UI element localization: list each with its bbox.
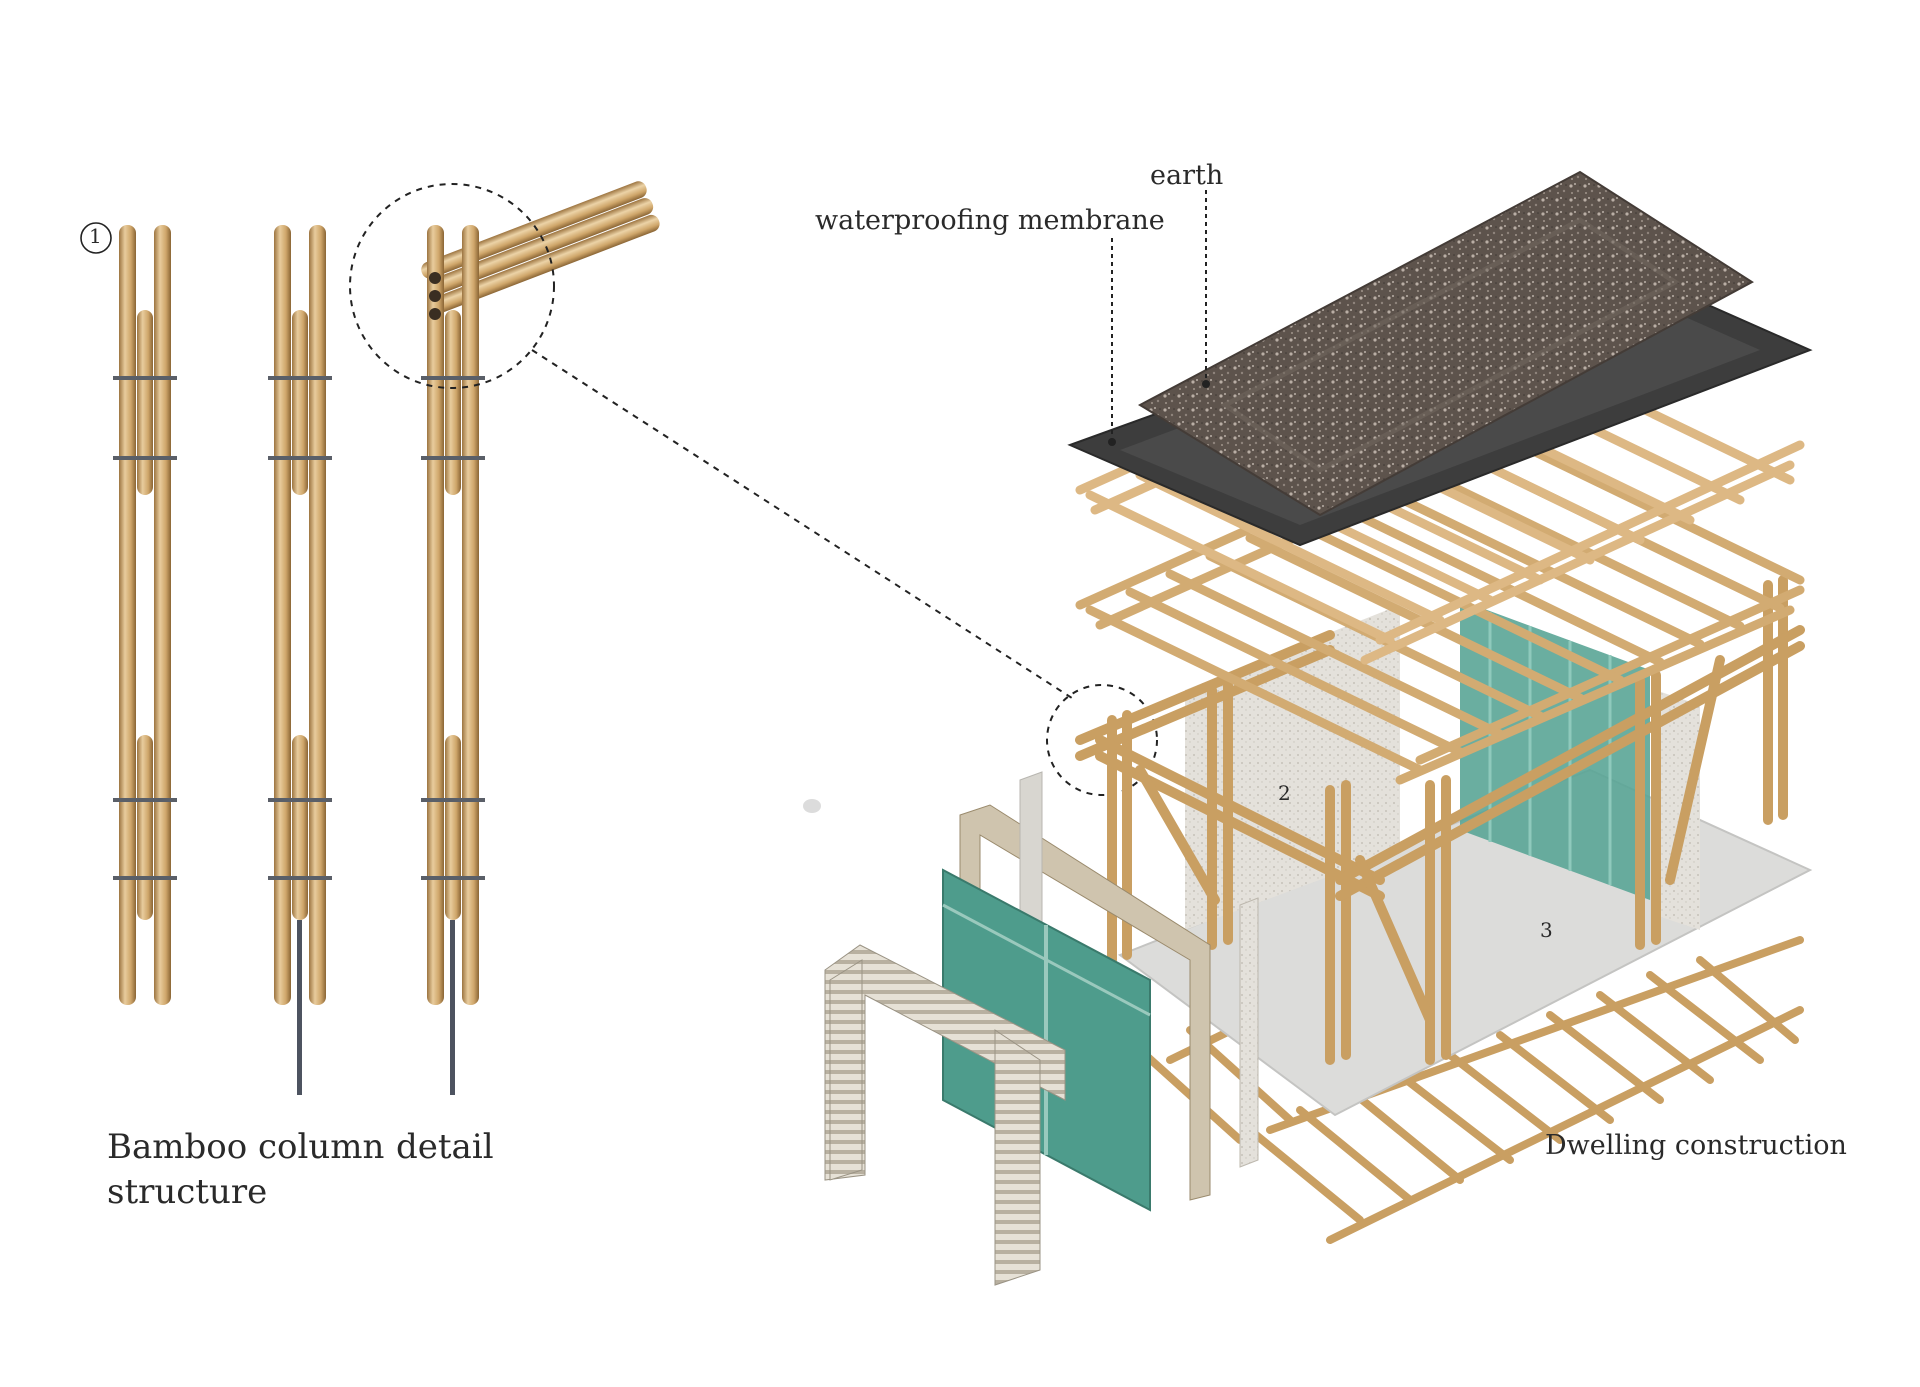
small-dot [803,799,821,813]
main-frame [1075,575,1805,1065]
detail-leader-line [531,349,1076,701]
waterproofing-membrane-label: waterproofing membrane [815,205,1165,236]
exploded-dwelling [824,170,1813,1286]
marker-1-circle [80,222,112,254]
earth-label: earth [1150,160,1224,191]
front-panels [824,771,1259,1286]
detail-callout-circle-large [349,183,555,389]
column-group-3 [421,181,660,1095]
earth-layer [1137,170,1754,517]
column-group-1 [113,225,177,1005]
detail-callout-circle-small [1046,684,1158,796]
marker-2-label: 2 [1278,781,1291,805]
caption-dwelling-construction: Dwelling construction [1545,1130,1847,1161]
side-wall-right [1655,690,1700,930]
marker-1-label: 1 [89,224,102,248]
shutter-left [829,959,863,1181]
column-group-2 [268,225,332,1095]
caption-bamboo: Bamboo [107,1127,248,1167]
wall-strip-right [1239,897,1259,1168]
marker-3-label: 3 [1540,918,1553,942]
shutter-door [994,1029,1041,1286]
label-leaders [1111,190,1207,440]
caption-structure: structure [107,1172,268,1212]
caption-column: column [258,1127,385,1167]
caption-detail: detail [396,1127,494,1167]
